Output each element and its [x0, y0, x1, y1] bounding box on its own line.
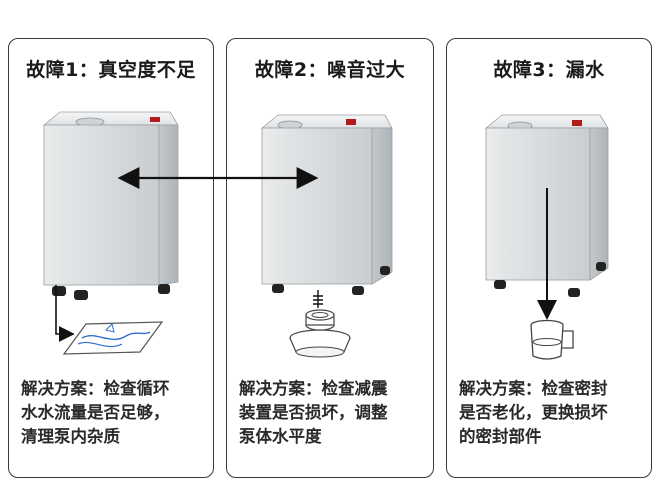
solution-text-1: 解决方案：检查循环 水水流量是否足够， 清理泵内杂质 — [21, 379, 170, 446]
water-cup-icon — [530, 188, 574, 360]
vacuum-pump-2 — [260, 114, 393, 295]
vacuum-pump-3 — [484, 114, 609, 297]
vacuum-pump-1 — [42, 111, 179, 300]
shock-absorber-icon — [289, 290, 351, 358]
fault-title-2: 故障2：噪音过大 — [254, 59, 406, 81]
solution-text-3: 解决方案：检查密封 是否老化，更换损坏 的密封部件 — [459, 379, 608, 446]
solution-text-2: 解决方案：检查减震 装置是否损坏，调整 泵体水平度 — [239, 379, 388, 446]
fault-title-3: 故障3：漏水 — [493, 59, 605, 81]
water-tray-icon — [55, 285, 164, 355]
fault-panel-1: 故障1：真空度不足 解决方案：检查循环 水水流量是否足够， 清理泵内杂质 — [8, 38, 214, 478]
fault-title-1: 故障1：真空度不足 — [26, 59, 196, 81]
